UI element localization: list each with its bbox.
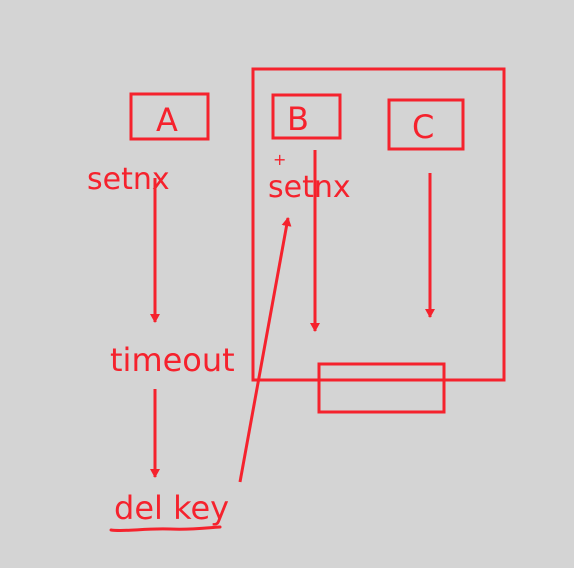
setnx-left-label: setnx: [87, 162, 170, 197]
lock-slot-box: [317, 362, 446, 414]
arrow-del-key-to-setnx: [238, 217, 292, 483]
del-key-label: del key: [114, 489, 229, 527]
outer-frame: [251, 67, 506, 382]
node-b-box: [271, 93, 342, 140]
node-c-label: C: [412, 108, 434, 146]
node-a-box: [129, 92, 210, 141]
node-c-box: [387, 98, 465, 151]
plus-mark: +: [273, 150, 286, 169]
setnx-right-label: setnx: [268, 170, 351, 205]
node-a-label: A: [156, 101, 178, 139]
node-b-label: B: [287, 100, 309, 138]
timeout-label: timeout: [110, 341, 235, 379]
del-key-underline: [109, 525, 222, 533]
